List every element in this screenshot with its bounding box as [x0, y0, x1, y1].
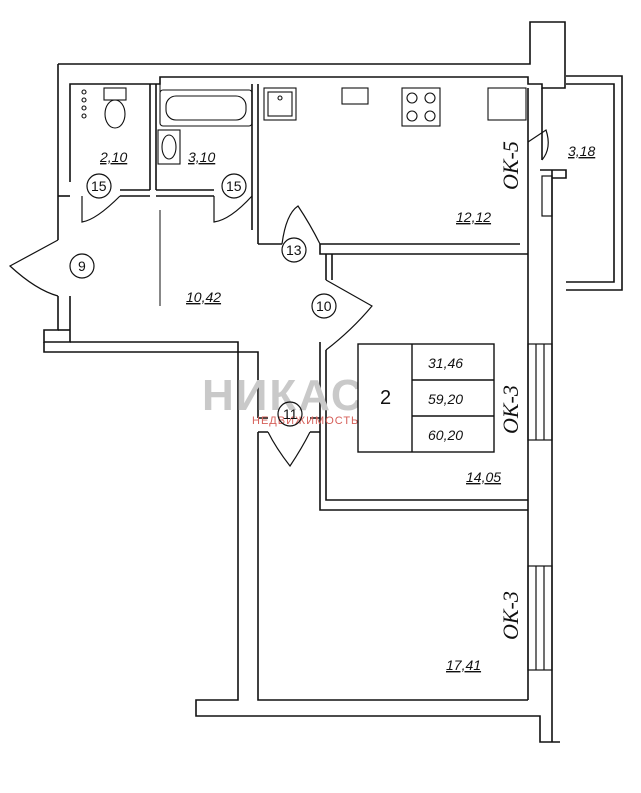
living-area-value: 31,46: [428, 355, 463, 371]
hall-area: 10,42: [186, 289, 221, 305]
window-living-label: ОК-3: [498, 591, 523, 640]
toilet-area: 2,10: [99, 149, 127, 165]
toilet-tank: [103, 87, 127, 101]
balcony-area: 3,18: [568, 143, 595, 159]
window-labels: ОК-5 ОК-3 ОК-3: [498, 141, 523, 640]
area-summary-table: 2 31,46 59,20 60,20: [357, 343, 495, 453]
windows: [527, 175, 553, 671]
door-bath-number: 15: [226, 178, 242, 194]
watermark: НИКАС НЕДВИЖИМОСТЬ: [202, 371, 365, 427]
stove: [401, 87, 441, 127]
watermark-title: НИКАС: [202, 371, 365, 420]
toilet-bowl: [104, 99, 126, 129]
fridge: [487, 87, 527, 121]
room-area-labels: 2,10 3,10 12,12 3,18 10,42 14,05 17,41: [99, 143, 595, 673]
bathtub: [159, 89, 253, 127]
rooms-count: 2: [380, 387, 391, 409]
towel-rail-icon: [81, 89, 87, 119]
bath-area: 3,10: [188, 149, 215, 165]
kitchen-sink: [263, 87, 297, 121]
living-area: 17,41: [446, 657, 481, 673]
bath-sink: [157, 129, 181, 165]
door-toilet-number: 15: [91, 178, 107, 194]
door-room-number: 11: [283, 406, 298, 422]
bedroom-area: 14,05: [466, 469, 501, 485]
door-swings: [8, 129, 549, 468]
door-markers: [69, 173, 337, 427]
watermark-subtitle: НЕДВИЖИМОСТЬ: [252, 415, 359, 427]
window-bedroom-label: ОК-3: [498, 385, 523, 434]
fixtures: [81, 87, 527, 165]
door-numbers: 15 15 9 13 10 11: [78, 178, 332, 422]
total-with-balcony-value: 60,20: [428, 427, 463, 443]
door-kitchen-number: 13: [286, 242, 302, 258]
window-kitchen-label: ОК-5: [498, 141, 523, 190]
total-area-value: 59,20: [428, 391, 463, 407]
kitchen-area: 12,12: [456, 209, 491, 225]
door-hall-number: 10: [316, 298, 332, 314]
door-entrance-number: 9: [78, 258, 86, 274]
